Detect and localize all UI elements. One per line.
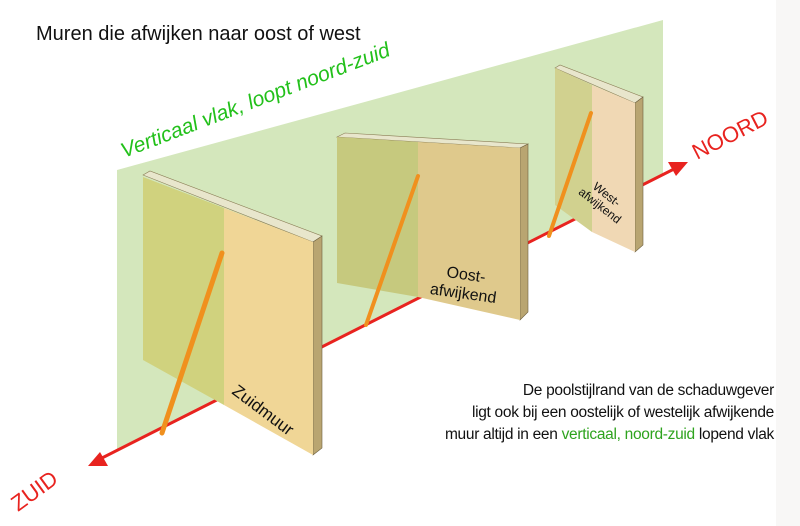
south-label: ZUID — [6, 466, 62, 516]
south-wall: Zuidmuur — [142, 170, 323, 456]
right-margin — [776, 0, 800, 526]
style-rod — [364, 174, 420, 327]
wall-label: Oost- — [445, 264, 486, 286]
note-text: muur altijd in een — [444, 426, 562, 443]
style-rod — [547, 111, 593, 238]
note-line: muur altijd in een verticaal, noord-zuid… — [445, 424, 774, 446]
west-wall: West-afwijkend — [547, 64, 644, 253]
note-text: lopend vlak — [694, 426, 774, 443]
diagram-title: Muren die afwijken naar oost of west — [36, 23, 361, 45]
explanation-note: De poolstijlrand van de schaduwgever lig… — [445, 380, 774, 446]
north-label: NOORD — [688, 105, 772, 164]
note-line: De poolstijlrand van de schaduwgever — [522, 382, 774, 399]
note-line: ligt ook bij een oostelijk of westelijk … — [471, 404, 774, 421]
east-deviating-wall: Oost-afwijkend — [335, 132, 530, 327]
north-arrow-icon — [668, 162, 688, 176]
note-highlight: verticaal, noord-zuid — [561, 426, 696, 443]
style-rod — [159, 250, 225, 436]
south-arrow-icon — [88, 452, 108, 466]
